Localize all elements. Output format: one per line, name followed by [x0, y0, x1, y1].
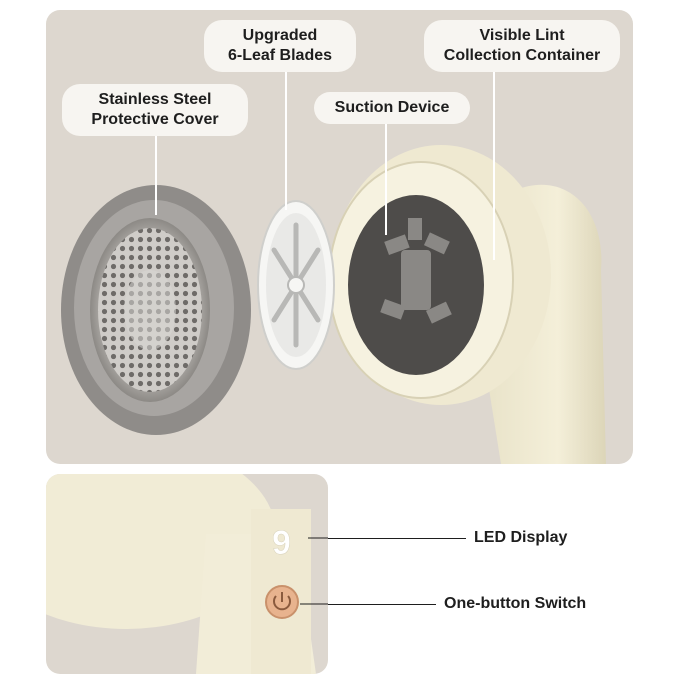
exploded-view-panel — [46, 10, 633, 464]
led-display-label: LED Display — [474, 529, 568, 546]
stainless-cover-label: Stainless Steel Protective Cover — [62, 84, 248, 136]
suction-fan — [380, 218, 452, 324]
blades-label: Upgraded 6-Leaf Blades — [204, 20, 356, 72]
leader-lines — [155, 72, 495, 260]
led-digit: 9 — [272, 524, 291, 562]
detail-view-panel: 9 — [46, 474, 328, 674]
blade-disc — [257, 200, 335, 370]
stainless-steel-cover — [61, 185, 251, 435]
power-icon — [273, 595, 291, 611]
container-label: Visible Lint Collection Container — [424, 20, 620, 72]
exploded-view-illustration — [61, 72, 606, 464]
switch-leader-line — [328, 604, 436, 605]
handle-detail-illustration: 9 — [46, 474, 328, 674]
suction-label: Suction Device — [314, 92, 470, 124]
device-body — [328, 145, 606, 464]
led-leader-line — [328, 538, 466, 539]
one-button-switch-label: One-button Switch — [444, 595, 587, 612]
